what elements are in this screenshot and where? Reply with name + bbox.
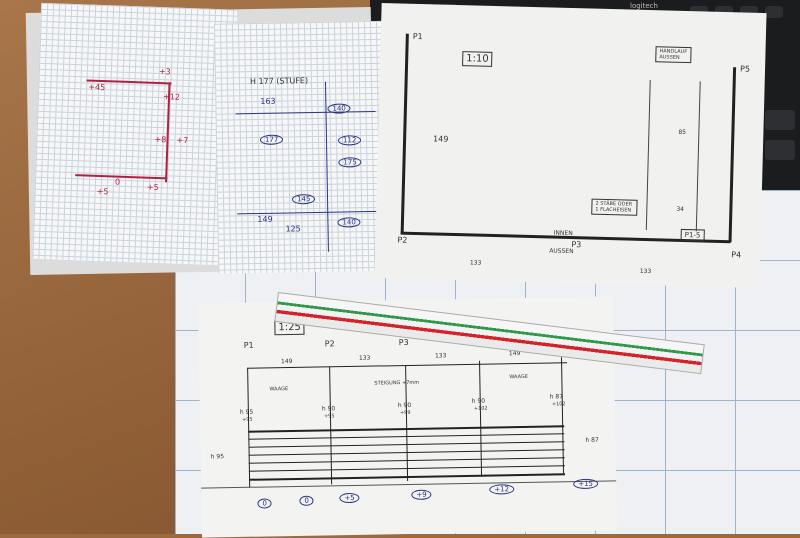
steigung-label: STEIGUNG +7mm <box>374 379 420 387</box>
point-label: P2 <box>324 339 335 349</box>
note: 140 <box>337 217 361 228</box>
point-label: P1 <box>412 31 423 42</box>
note: 163 <box>260 96 276 106</box>
notebook-left-page: +45 +12 +8 +7 +5 0 +5 +3 <box>32 2 238 266</box>
note: 145 <box>291 194 316 205</box>
dim-label: 133 <box>469 259 482 267</box>
level-marker: 0 <box>257 498 273 509</box>
note: 177 <box>259 134 284 145</box>
level-marker: 0 <box>299 495 315 506</box>
point-label: P2 <box>397 235 408 245</box>
note: +45 <box>88 82 106 93</box>
aussen-label: AUSSEN <box>549 247 574 256</box>
height-label: h 95 <box>239 408 254 416</box>
level-marker: +12 <box>489 484 515 495</box>
height-label: h 90 <box>397 401 412 410</box>
offset-label: +102 <box>551 401 566 408</box>
span-label: 149 <box>280 357 293 366</box>
level-marker: +5 <box>339 492 360 504</box>
note: +12 <box>162 92 181 102</box>
notebook-right-page: H 177 (STUFE) 163 140 177 112 175 145 14… <box>213 20 399 274</box>
note: 0 <box>114 177 121 187</box>
note: 112 <box>337 135 362 146</box>
note: +3 <box>158 67 171 77</box>
level-marker: +9 <box>411 489 432 500</box>
notebook: +45 +12 +8 +7 +5 0 +5 +3 H 177 (STUFE) 1… <box>25 2 399 275</box>
staebe-note: 2 STÄBE ODER 1 FLACHEISEN <box>591 198 638 216</box>
dim-label: 85 <box>678 128 687 137</box>
innen-label: INNEN <box>553 229 573 238</box>
handlauf-note: HANDLAUF AUSSEN <box>655 46 692 64</box>
point-label: P3 <box>398 337 409 348</box>
waage-label: WAAGE <box>269 386 289 393</box>
scale-label: 1:10 <box>462 51 493 67</box>
height-label: 149 <box>433 134 449 144</box>
note: +5 <box>96 186 109 197</box>
point-label: P1 <box>243 340 254 350</box>
plan-1-10-sheet: 1:10 P1 P2 P3 P4 P5 149 INNEN AUSSEN 133… <box>374 3 767 288</box>
note: +5 <box>146 182 159 193</box>
height-label: h 90 <box>321 405 336 413</box>
span-label: 133 <box>358 354 371 362</box>
left-height-label: h 95 <box>210 453 225 461</box>
dim-label: 34 <box>676 205 685 213</box>
note: 175 <box>338 157 362 168</box>
note: 125 <box>285 224 301 234</box>
height-label: h 90 <box>471 397 486 405</box>
point-label: P4 <box>731 250 742 260</box>
note: 149 <box>257 214 273 225</box>
note: +7 <box>176 135 189 146</box>
detail-label: P1-5 <box>680 228 705 242</box>
level-marker: +15 <box>573 478 599 490</box>
span-label: 133 <box>434 352 447 360</box>
note: +8 <box>154 134 167 145</box>
right-height-label: h 87 <box>585 436 599 444</box>
keyboard-logo: logitech <box>630 2 658 10</box>
point-label: P5 <box>739 64 751 74</box>
note: H 177 (STUFE) <box>249 76 309 87</box>
dim-label: 133 <box>639 267 652 276</box>
waage-label: WAAGE <box>509 373 528 381</box>
